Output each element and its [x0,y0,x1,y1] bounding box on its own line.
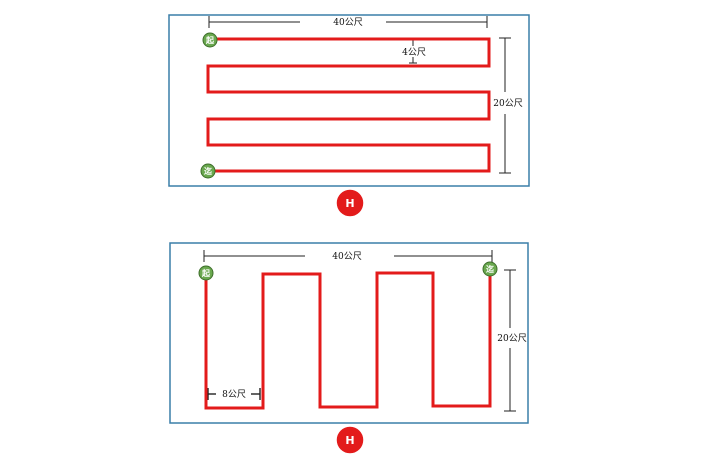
top-end-marker: 迄 [200,163,216,179]
bottom-width-label: 40公尺 [332,251,361,262]
svg-text:起: 起 [205,35,215,45]
bottom-height-dimension: 20公尺 [497,269,527,412]
svg-text:起: 起 [201,268,211,278]
top-serpentine-path [206,37,491,173]
bottom-height-label: 20公尺 [497,333,526,344]
svg-text:H: H [345,434,354,447]
top-spacing-label: 4公尺 [402,47,426,58]
bottom-spacing-label: 8公尺 [222,389,246,400]
top-frame [168,14,530,187]
top-h-badge: H [335,188,365,218]
top-width-label: 40公尺 [333,17,362,28]
bottom-frame [169,242,529,424]
bottom-square-wave-path [204,271,492,410]
svg-text:H: H [345,197,354,210]
bottom-width-dimension: 40公尺 [203,250,493,262]
bottom-diagram: 40公尺 20公尺 8公尺 起 迄 [169,242,529,455]
top-diagram: 40公尺 20公尺 4公尺 起 迄 [168,14,530,218]
top-height-label: 20公尺 [493,98,522,109]
top-width-dimension: 40公尺 [208,16,488,28]
bottom-end-marker: 迄 [482,261,498,277]
bottom-spacing-dimension: 8公尺 [207,388,261,400]
bottom-start-marker: 起 [198,265,214,281]
svg-text:迄: 迄 [204,166,212,176]
top-start-marker: 起 [202,32,218,48]
top-height-dimension: 20公尺 [493,37,523,174]
svg-text:迄: 迄 [486,264,494,274]
bottom-h-badge: H [335,425,365,455]
